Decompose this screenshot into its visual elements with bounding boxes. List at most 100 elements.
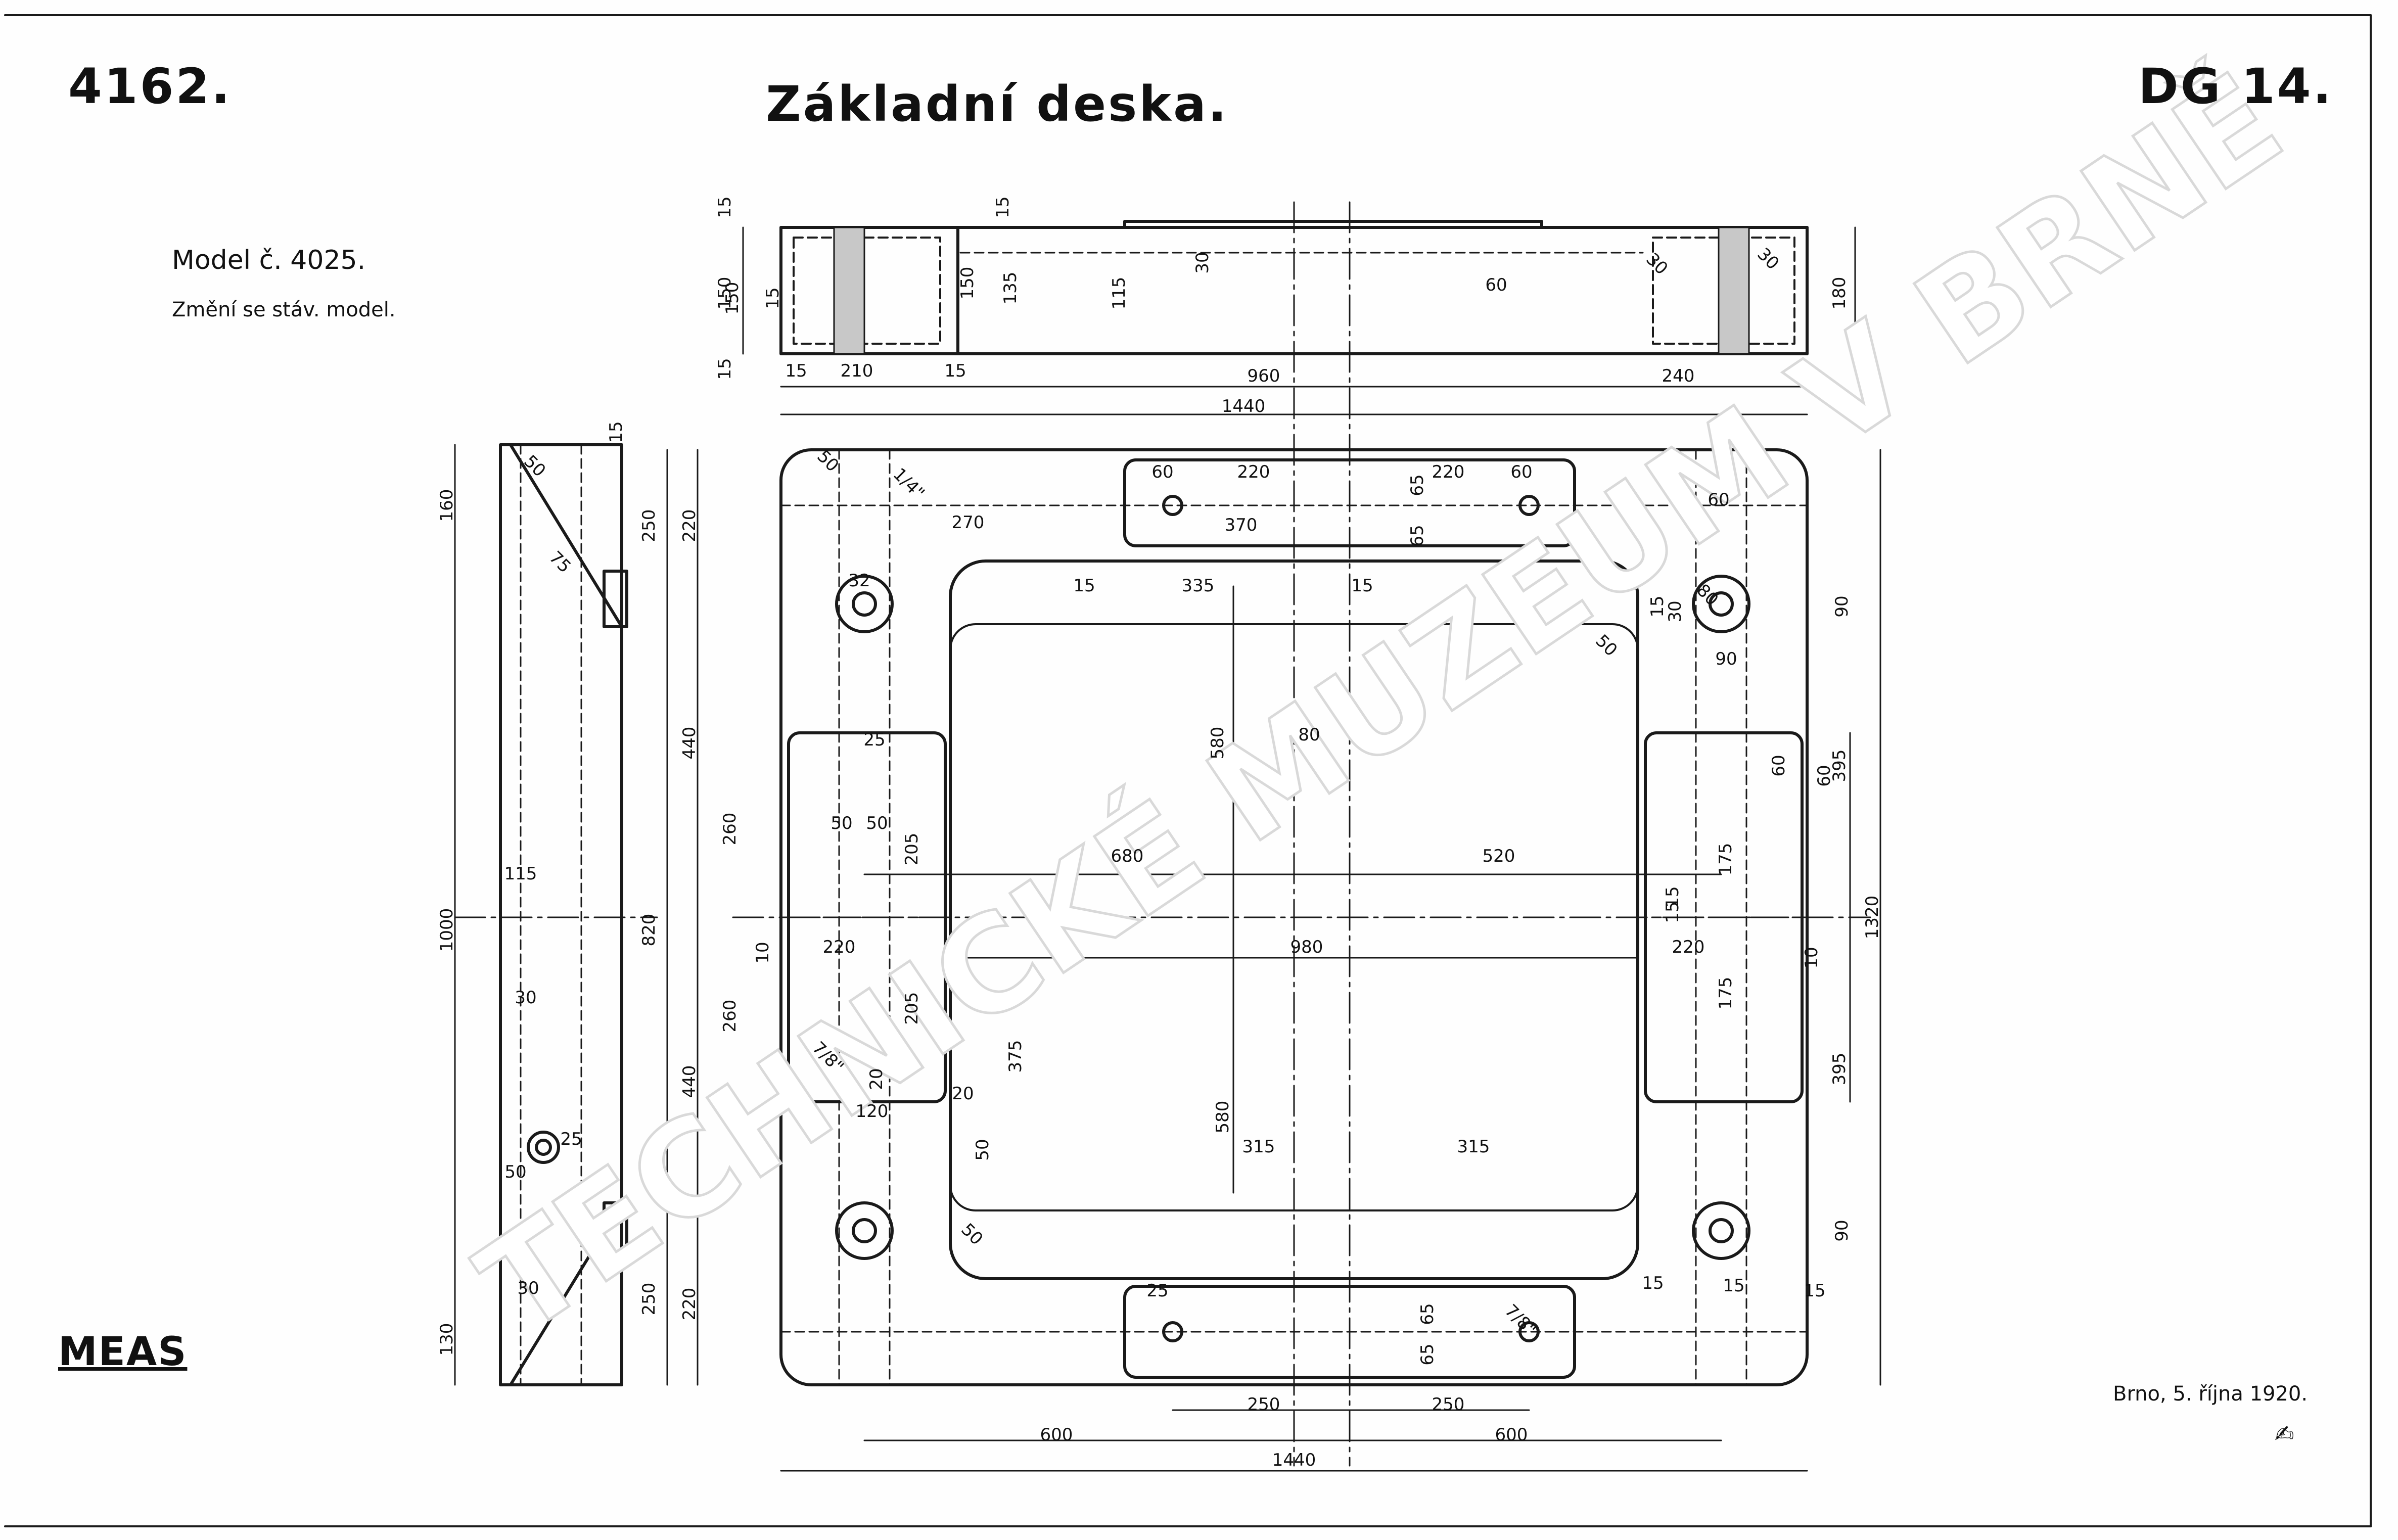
dimension-label: 25: [560, 1129, 582, 1149]
dimension-label: 15: [715, 358, 735, 380]
dimension-label: 220: [1432, 462, 1465, 482]
dimension-label: 250: [1432, 1394, 1465, 1415]
dimension-label: 440: [679, 727, 700, 760]
dimension-label: 115: [504, 864, 537, 884]
dimension-label: 90: [1832, 1220, 1852, 1241]
dimension-label: 50: [866, 813, 888, 833]
dimension-label: 15: [1804, 1281, 1825, 1301]
side-section-view: [499, 443, 628, 1386]
dimension-label: 220: [823, 937, 856, 957]
dimension-label: 60: [1510, 462, 1532, 482]
dimension-label: 205: [902, 833, 922, 866]
model-note: Změní se stáv. model.: [172, 298, 396, 321]
place-date: Brno, 5. října 1920.: [2113, 1382, 2308, 1406]
dimension-label: 240: [1662, 366, 1695, 386]
dimension-label: 1/4": [889, 464, 929, 503]
dimension-label: 50: [973, 1139, 993, 1160]
dimension-label: 20: [952, 1084, 974, 1104]
dimension-label: 15: [715, 196, 735, 218]
dimension-label: 175: [1716, 977, 1736, 1010]
dimension-label: 260: [720, 813, 740, 846]
dimension-label: 115: [1109, 277, 1129, 310]
dimension-label: 80: [1692, 580, 1722, 610]
dimension-label: 7/8": [1501, 1300, 1540, 1340]
dimension-label: 270: [952, 512, 985, 533]
dimension-label: 15: [944, 361, 966, 381]
dimension-label: 210: [841, 361, 873, 381]
dimension-label: 60: [1814, 765, 1834, 786]
dimension-label: 65: [1417, 1303, 1438, 1325]
dimension-label: 32: [848, 571, 870, 591]
dimension-label: 25: [863, 730, 885, 750]
dimension-label: 50: [504, 1162, 526, 1182]
dimension-label: 60: [1769, 755, 1789, 776]
dimension-label: 220: [679, 509, 700, 542]
dimension-label: 15: [763, 287, 783, 309]
dimension-label: 600: [1040, 1425, 1073, 1445]
dimension-label: 30: [1753, 244, 1783, 274]
dimension-label: 395: [1829, 1053, 1850, 1086]
dimension-label: 65: [1417, 1343, 1438, 1365]
drawing-title: Základní deska.: [766, 76, 1229, 132]
dimension-label: 15: [1073, 576, 1095, 596]
dimension-label: 15: [1647, 595, 1668, 617]
sheet-code: DG 14.: [2138, 58, 2333, 115]
dimension-label: 315: [1457, 1137, 1490, 1157]
dimension-label: 335: [1182, 576, 1215, 596]
dimension-label: 50: [957, 1220, 987, 1249]
dimension-label: 60: [1151, 462, 1173, 482]
dimension-label: 25: [1146, 1281, 1168, 1301]
dimension-label: 150: [957, 267, 978, 300]
dimension-label: 820: [639, 914, 659, 947]
dimension-label: 30: [515, 988, 536, 1008]
dimension-label: 150: [722, 282, 743, 315]
dimension-label: 1320: [1862, 896, 1882, 940]
dimension-label: 600: [1495, 1425, 1528, 1445]
dimension-label: 15: [1663, 901, 1683, 923]
dimension-label: 60: [1485, 275, 1507, 295]
signature: ✍: [2275, 1420, 2294, 1448]
dimension-label: 960: [1248, 366, 1280, 386]
dimension-label: 50: [831, 813, 852, 833]
dimension-label: 10: [753, 942, 773, 963]
dimension-label: 50: [520, 451, 549, 481]
dimension-label: 10: [1802, 947, 1822, 968]
dimension-label: 980: [1290, 937, 1323, 957]
model-number: Model č. 4025.: [172, 245, 366, 275]
dimension-label: 1000: [437, 908, 457, 952]
dimension-label: 375: [1005, 1040, 1026, 1073]
dimension-label: 1440: [1272, 1450, 1316, 1470]
dimension-label: 15: [993, 196, 1013, 218]
dimension-label: 395: [1829, 750, 1850, 782]
dimension-label: 160: [437, 489, 457, 522]
dimension-label: 150: [715, 277, 735, 310]
dimension-label: 120: [856, 1101, 889, 1122]
dimension-label: 90: [1715, 649, 1737, 669]
dimension-label: 440: [679, 1065, 700, 1098]
dimension-label: 370: [1225, 515, 1258, 535]
dimension-label: 180: [1829, 277, 1850, 310]
dimension-label: 30: [517, 1278, 539, 1298]
dimension-labels: 15 150 15 15 150 15 150 135 115 30 60 30 30 180 15 210 1…: [437, 196, 1882, 1470]
dimension-label: 680: [1111, 846, 1144, 866]
dimension-label: 65: [1407, 474, 1427, 496]
dimension-label: 135: [1000, 272, 1021, 305]
dimension-label: 250: [639, 1283, 659, 1316]
dimension-label: 15: [1723, 1276, 1744, 1296]
dimension-label: 30: [1192, 252, 1213, 273]
dimension-label: 1440: [1222, 396, 1266, 416]
dimension-label: 20: [866, 1068, 887, 1090]
dimension-label: 15: [785, 361, 807, 381]
dimension-label: 205: [902, 992, 922, 1025]
dimension-label: 580: [1213, 1101, 1233, 1134]
dimension-label: 30: [1642, 249, 1672, 279]
dimension-label: 260: [720, 1000, 740, 1033]
dimension-label: 90: [1832, 595, 1852, 617]
watermark: TECHNICKÉ MUZEUM V BRNĚ: [452, 42, 2309, 1365]
dimension-label: 130: [437, 1323, 457, 1356]
dimension-label: 220: [679, 1288, 700, 1321]
maker-logo: MEAS: [58, 1329, 188, 1375]
svg-text:TECHNICKÉ MUZEUM V BRNĚ: TECHNICKÉ MUZEUM V BRNĚ: [453, 43, 2308, 1364]
dimension-label: 60: [1708, 490, 1729, 510]
dimension-label: 175: [1716, 843, 1736, 876]
